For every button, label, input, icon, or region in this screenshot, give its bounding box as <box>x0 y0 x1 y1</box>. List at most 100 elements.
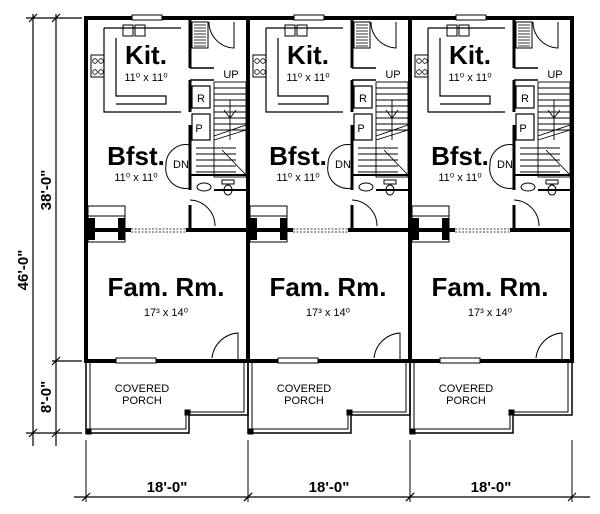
fireplace-hearth <box>87 205 126 217</box>
burner-icon <box>416 69 422 75</box>
sink-icon <box>122 24 134 37</box>
fireplace-side <box>88 218 95 240</box>
fireplace-hearth <box>249 205 288 217</box>
burner-icon <box>422 58 428 64</box>
door-swing-icon <box>532 21 559 49</box>
toilet-icon <box>223 184 233 196</box>
family-room-size: 17³ x 14⁰ <box>144 307 189 319</box>
stairs-down-label: DN <box>335 159 351 171</box>
house-depth-label: 38'-0" <box>38 170 55 211</box>
pantry <box>515 113 535 141</box>
sink-icon <box>284 24 296 37</box>
family-room-size: 17³ x 14⁰ <box>306 307 351 319</box>
burner-icon <box>92 69 98 75</box>
porch-label: COVERED <box>277 383 331 395</box>
kitchen-size: 11⁰ x 11⁰ <box>448 72 492 84</box>
toilet-tank <box>383 179 397 185</box>
breakfast-size: 11⁰ x 11⁰ <box>276 172 320 184</box>
fireplace-side <box>250 218 257 240</box>
burner-icon <box>98 58 104 64</box>
door-swing-icon <box>513 199 540 227</box>
interior-wall <box>352 67 376 81</box>
stair-arrow-icon <box>375 100 409 176</box>
porch-label: COVERED <box>439 383 493 395</box>
burner-icon <box>260 58 266 64</box>
walls <box>408 14 574 435</box>
window <box>455 14 487 21</box>
front-door-swing-icon <box>373 332 401 361</box>
family-room-label: Fam. Rm. <box>107 272 224 302</box>
unit-width-label: 18'-0" <box>147 479 188 496</box>
pantry-label: P <box>195 123 202 135</box>
porch-outline <box>247 361 411 434</box>
fireplace-side <box>280 218 287 240</box>
interior-wall <box>514 67 538 81</box>
overall-depth-label: 46'-0" <box>15 250 32 291</box>
burner-icon <box>260 69 266 75</box>
fireplace-hearth <box>411 205 450 217</box>
refrigerator-label: R <box>521 93 529 105</box>
door-swing-icon <box>351 199 378 227</box>
interior-wall <box>190 67 214 81</box>
toilet-tank <box>545 179 559 185</box>
sink-icon <box>134 24 146 37</box>
opening <box>131 228 186 233</box>
porch-outline <box>409 361 573 434</box>
lavatory-icon <box>358 182 374 192</box>
fireplace-side <box>412 218 419 240</box>
door-swing-icon <box>327 144 353 189</box>
fireplace-side <box>442 218 449 240</box>
porch-label: PORCH <box>446 395 486 407</box>
kitchen-label: Kit. <box>125 40 167 70</box>
porch-column <box>247 428 254 435</box>
porch-column <box>85 428 92 435</box>
refrigerator-label: R <box>359 93 367 105</box>
breakfast-label: Bfst. <box>431 141 489 171</box>
closet <box>191 21 209 49</box>
interior-wall <box>352 174 408 191</box>
cooktop-icon <box>414 54 429 78</box>
pantry-label: P <box>519 123 526 135</box>
breakfast-label: Bfst. <box>107 141 165 171</box>
walls <box>246 14 412 435</box>
door-swing-icon <box>189 199 216 227</box>
cooktop-icon <box>90 54 105 78</box>
stairs-up-label: UP <box>547 69 562 81</box>
window <box>277 357 319 364</box>
porch-label: COVERED <box>115 383 169 395</box>
breakfast-size: 11⁰ x 11⁰ <box>114 172 158 184</box>
porch-column <box>508 409 515 416</box>
opening <box>455 228 510 233</box>
kitchen-size: 11⁰ x 11⁰ <box>124 72 168 84</box>
window <box>131 14 163 21</box>
family-room-label: Fam. Rm. <box>431 272 548 302</box>
door-swing-icon <box>489 144 515 189</box>
closet <box>515 21 533 49</box>
fireplace-side <box>118 218 125 240</box>
kitchen-size: 11⁰ x 11⁰ <box>286 72 330 84</box>
kitchen-label: Kit. <box>449 40 491 70</box>
exterior-wall <box>408 16 574 363</box>
door-swing-icon <box>165 144 191 189</box>
window <box>293 14 325 21</box>
burner-icon <box>98 69 104 75</box>
stairs <box>358 81 409 178</box>
breakfast-size: 11⁰ x 11⁰ <box>438 172 482 184</box>
sink-icon <box>296 24 308 37</box>
staircase <box>537 81 571 178</box>
window <box>115 357 157 364</box>
refrigerator <box>515 85 535 109</box>
burner-icon <box>92 58 98 64</box>
stairs-down-label: DN <box>173 159 189 171</box>
porch-outline <box>85 361 249 434</box>
cooktop-icon <box>252 54 267 78</box>
family-room-size: 17³ x 14⁰ <box>468 307 513 319</box>
porch-column <box>346 409 353 416</box>
porch-rail <box>89 361 245 430</box>
toilet-tank <box>221 179 235 185</box>
dimension-lines <box>26 13 590 498</box>
porch-column <box>184 409 191 416</box>
burner-icon <box>416 58 422 64</box>
